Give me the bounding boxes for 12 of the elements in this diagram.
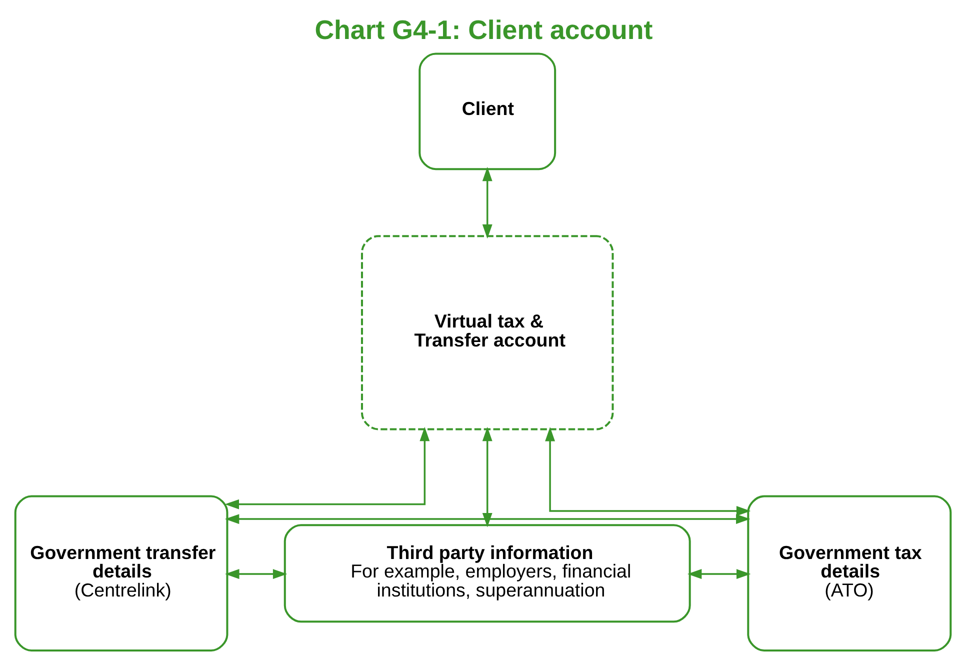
node-box: Government tax details (ATO) <box>746 495 952 652</box>
node-box: Third party information For example, employers, financial institutions, superannuation <box>283 524 690 623</box>
diagram-title: Chart G4-1: Client account <box>314 15 652 46</box>
arrow <box>224 569 287 580</box>
node-box: Client <box>418 52 556 170</box>
arrow <box>482 166 492 239</box>
node-box: Government transfer details (Centrelink) <box>14 495 228 652</box>
arrow <box>224 426 430 510</box>
arrow <box>544 427 750 516</box>
node-box: Virtual tax & Transfer account <box>360 235 614 430</box>
arrow <box>224 514 750 524</box>
arrow <box>686 569 750 580</box>
